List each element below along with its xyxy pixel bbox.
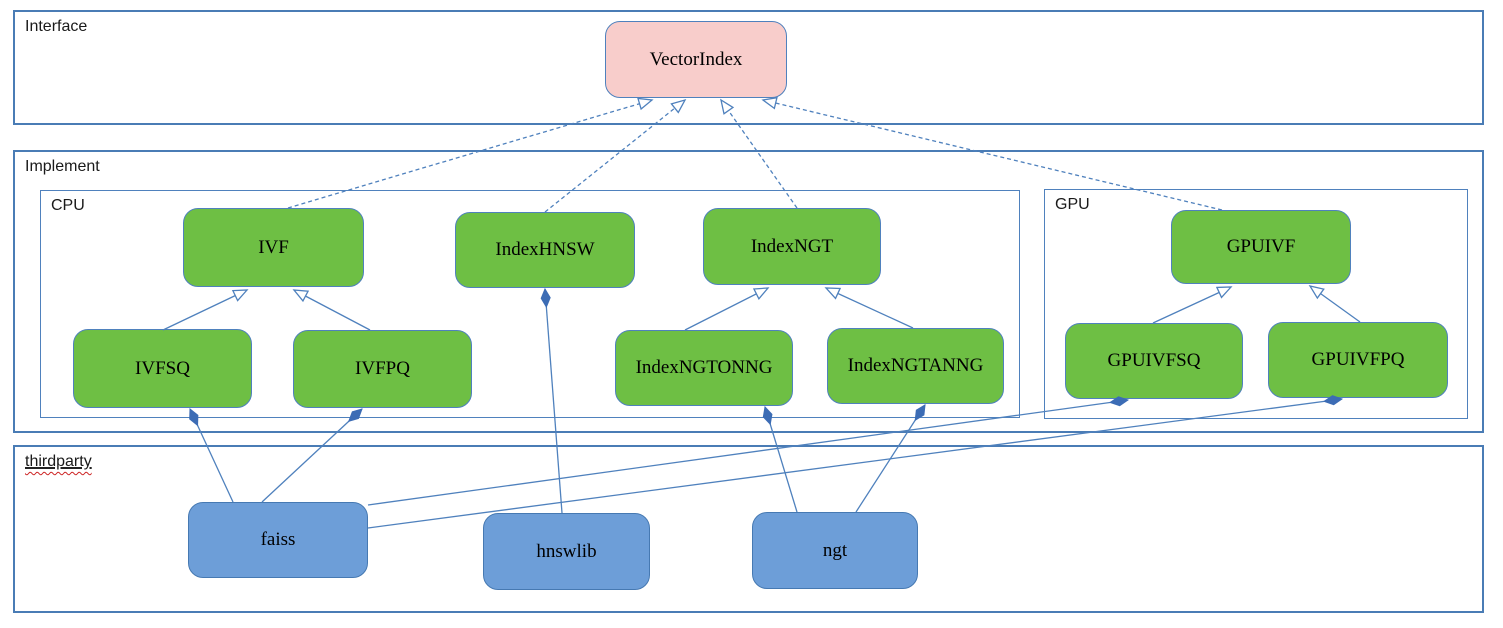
node-ivfsq: IVFSQ [73, 329, 252, 408]
node-ivf-label: IVF [258, 236, 289, 258]
node-faiss: faiss [188, 502, 368, 578]
node-faiss-label: faiss [260, 529, 296, 550]
node-ngt: ngt [752, 512, 918, 589]
node-indexhnsw-label: IndexHNSW [495, 239, 595, 260]
node-ivfsq-label: IVFSQ [135, 357, 190, 379]
node-gpuivfsq-label: GPUIVFSQ [1107, 350, 1201, 371]
node-gpuivf-label: GPUIVF [1226, 236, 1296, 257]
thirdparty-lane-label: thirdparty [25, 453, 92, 471]
node-indexngtonng: IndexNGTONNG [615, 330, 793, 406]
node-ivfpq: IVFPQ [293, 330, 472, 408]
node-vectorindex: VectorIndex [605, 21, 787, 98]
node-vectorindex-label: VectorIndex [649, 48, 743, 70]
implement-lane-label: Implement [25, 158, 100, 175]
thirdparty-lane-label-text: thirdparty [25, 453, 92, 470]
node-hnswlib: hnswlib [483, 513, 650, 590]
node-gpuivfsq: GPUIVFSQ [1065, 323, 1243, 399]
node-indexhnsw: IndexHNSW [455, 212, 635, 288]
gpu-frame-label: GPU [1055, 196, 1090, 213]
node-ngt-label: ngt [822, 539, 848, 561]
node-hnswlib-label: hnswlib [536, 540, 597, 562]
interface-lane-label: Interface [25, 18, 88, 35]
node-gpuivfpq: GPUIVFPQ [1268, 322, 1448, 398]
node-indexngt: IndexNGT [703, 208, 881, 285]
node-gpuivfpq-label: GPUIVFPQ [1311, 349, 1405, 370]
node-gpuivf: GPUIVF [1171, 210, 1351, 284]
node-indexngtonng-label: IndexNGTONNG [635, 357, 773, 378]
node-ivfpq-label: IVFPQ [355, 358, 410, 379]
node-indexngtanng: IndexNGTANNG [827, 328, 1004, 404]
node-indexngtanng-label: IndexNGTANNG [847, 355, 984, 376]
node-ivf: IVF [183, 208, 364, 287]
node-indexngt-label: IndexNGT [750, 235, 834, 257]
cpu-frame-label: CPU [51, 197, 85, 214]
